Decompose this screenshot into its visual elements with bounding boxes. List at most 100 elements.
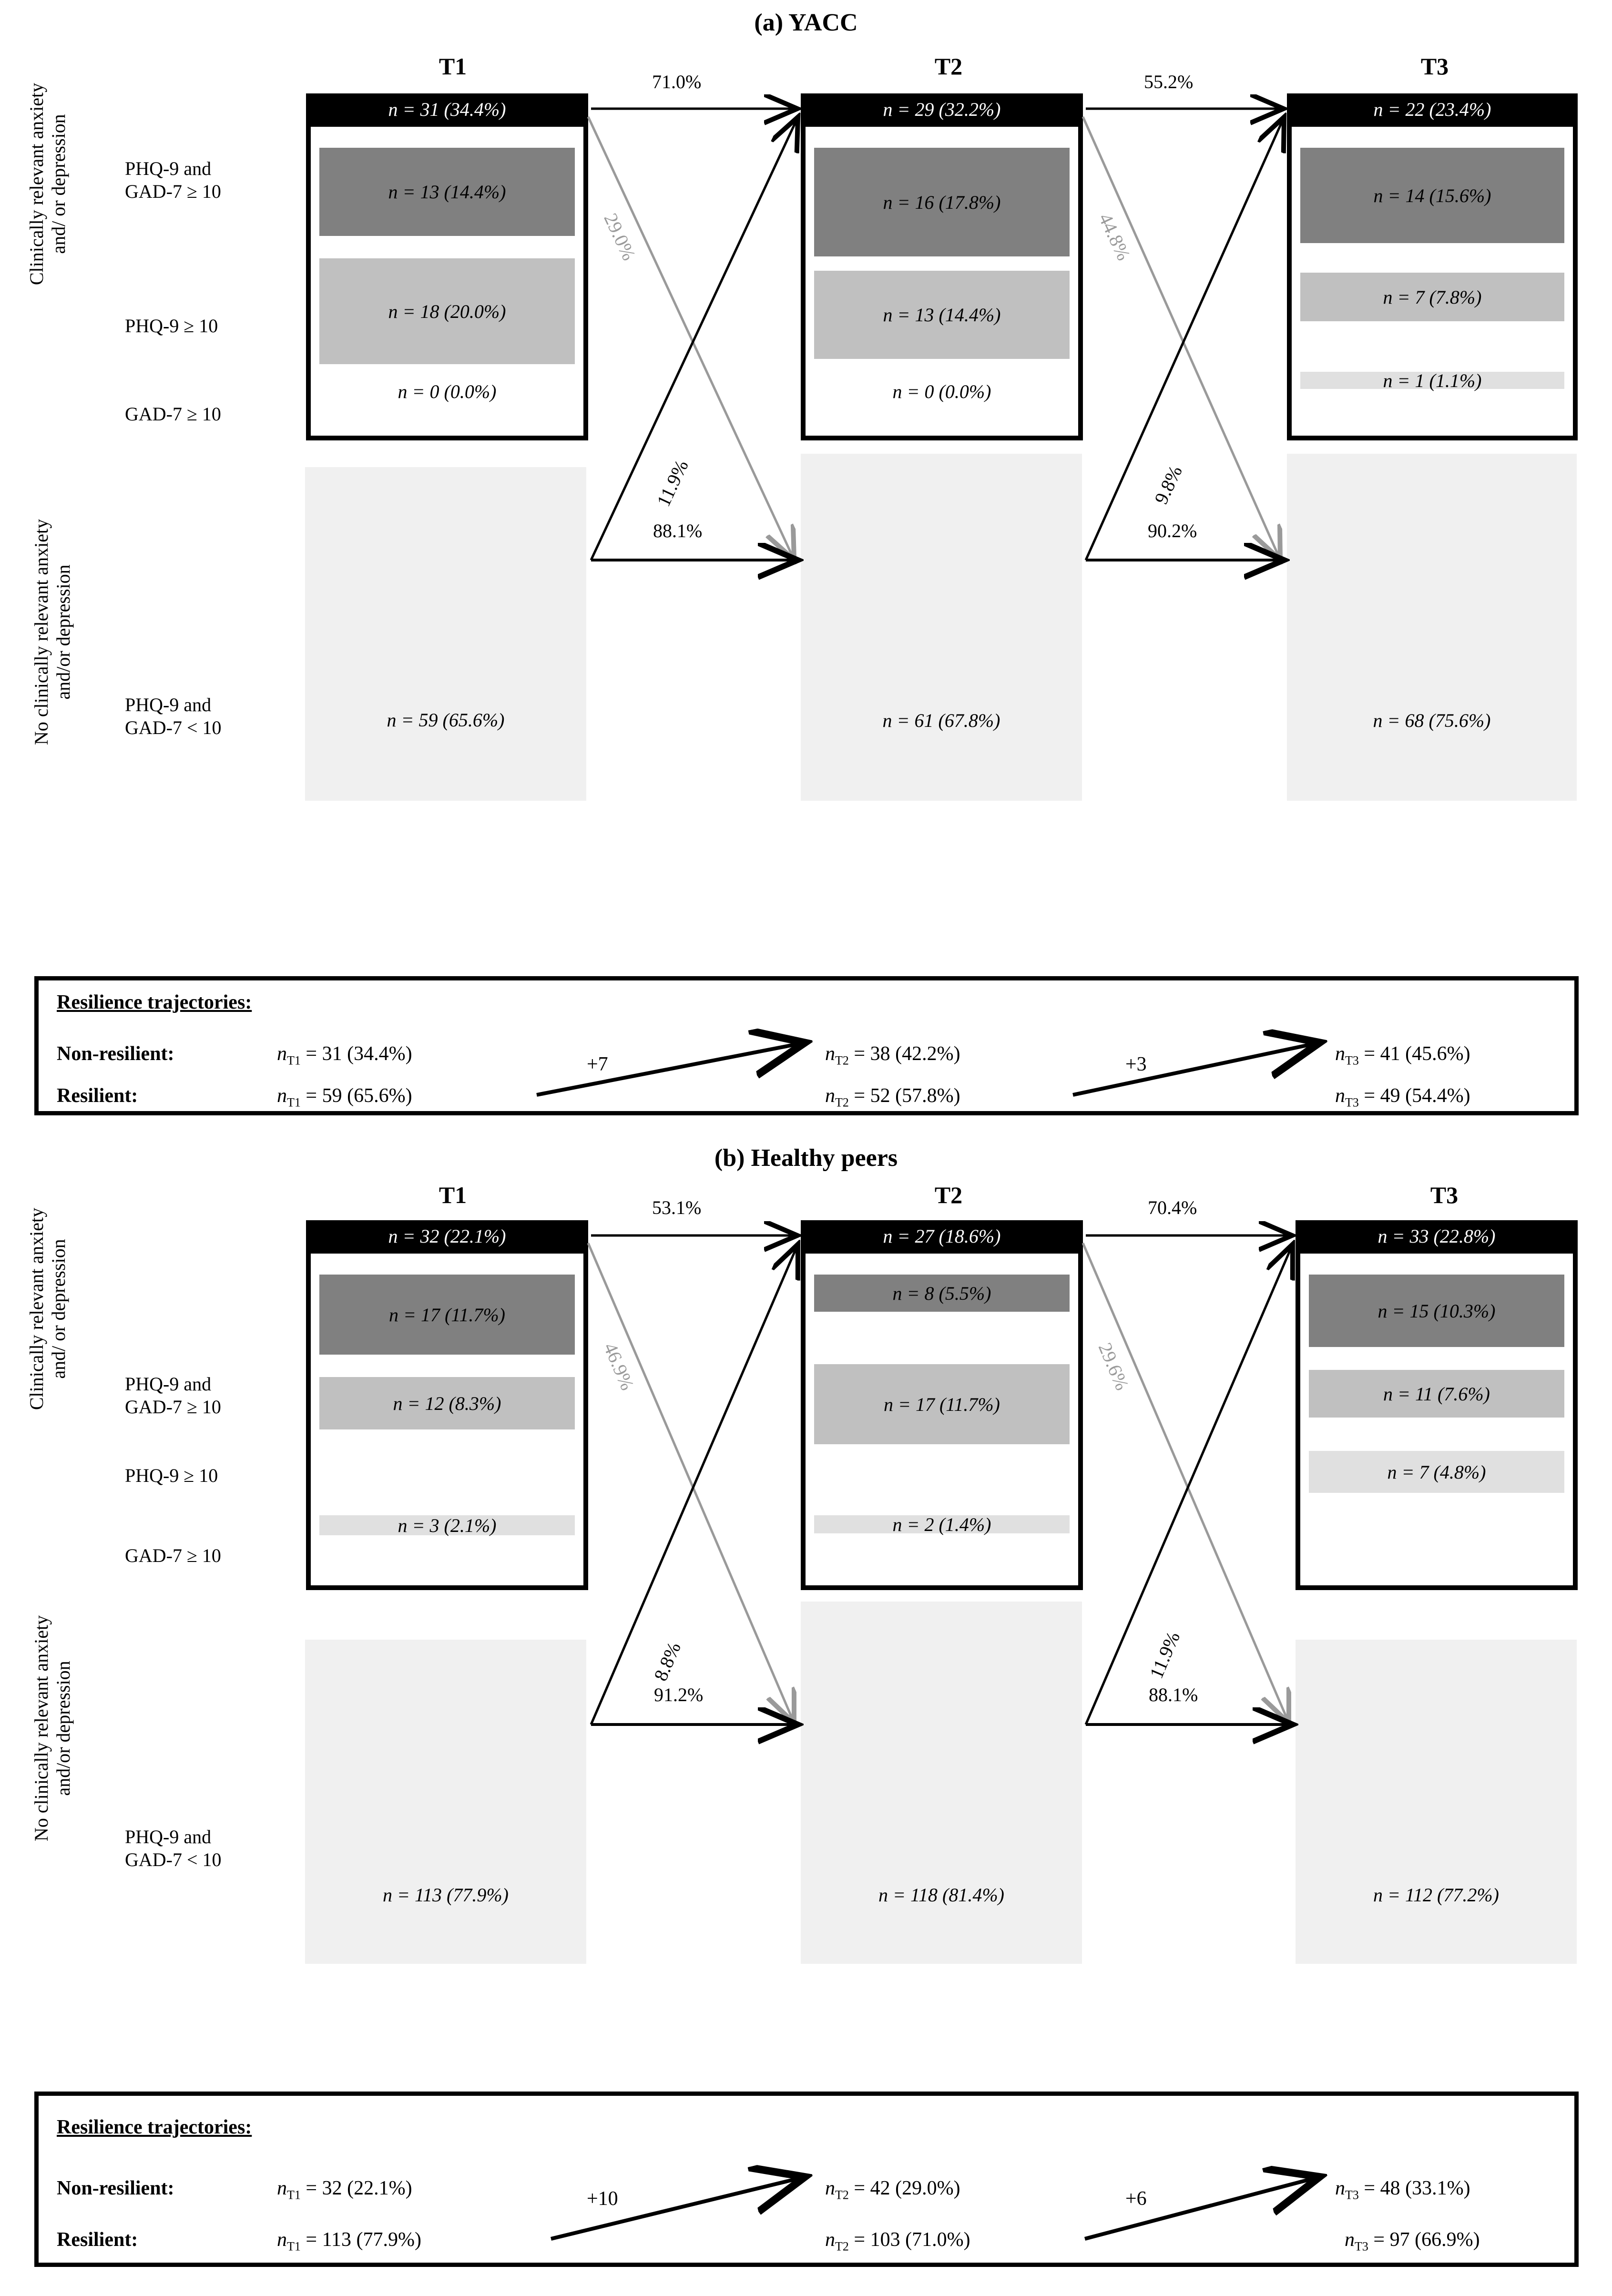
panel-b-axis-label-noclinical: No clinically relevant anxiety and/or de…	[31, 1615, 74, 1842]
panel-a-flow-label-diag-t1bot-t2top: 11.9%	[652, 457, 693, 510]
panel-b-flow-label-diag-t2top-t3bot: 29.6%	[1094, 1339, 1133, 1394]
panel-a-flow-label-top-t2-t3: 55.2%	[1144, 71, 1194, 92]
panel-a-flow-label-diag-t1top-t2bot: 29.0%	[600, 210, 640, 264]
panel-a-seg-t3-phq: n = 7 (7.8%)	[1300, 273, 1564, 321]
panel-a-timepoint-t2: T2	[934, 53, 963, 80]
panel-b-resilience-label-resilient: Resilient:	[57, 2229, 138, 2251]
axis-label-noclinical-line2: and/or depression	[52, 564, 74, 700]
panel-a-noclinical-value-t1: n = 59 (65.6%)	[387, 709, 505, 731]
panel-b-flow-label-bot-t1-t2: 91.2%	[654, 1684, 704, 1705]
panel-b-res-res-t2-value: = 103 (71.0%)	[854, 2229, 970, 2251]
panel-a-flow-label-diag-t2bot-t3top: 9.8%	[1150, 462, 1186, 508]
panel-a-timepoint-t1: T1	[439, 53, 467, 80]
panel-b-seg-t2-phqgad: n = 8 (5.5%)	[814, 1275, 1070, 1312]
panel-b-noclinical-block-t3: n = 112 (77.2%)	[1296, 1640, 1577, 1964]
panel-b-flow-label-diag-t1top-t2bot: 46.9%	[599, 1339, 639, 1394]
panel-b-noclinical-value-t2: n = 118 (81.4%)	[878, 1884, 1004, 1906]
panel-b-resilience-delta-2: +6	[1125, 2188, 1147, 2210]
panel-a-seg-t3-phqgad: n = 14 (15.6%)	[1300, 148, 1564, 243]
panel-a-noclinical-block-t3: n = 68 (75.6%)	[1287, 454, 1577, 801]
panel-a-clinical-box-t3: n = 22 (23.4%) n = 14 (15.6%) n = 7 (7.8…	[1287, 93, 1578, 440]
axis-label-clinical-line2: and/ or depression	[48, 114, 69, 254]
panel-a-rowlabel-gad-ge10: GAD-7 ≥ 10	[125, 403, 221, 425]
panel-a-res-nonres-t2-value: = 38 (42.2%)	[854, 1043, 960, 1065]
panel-a-noclinical-value-t2: n = 61 (67.8%)	[882, 709, 1000, 731]
panel-b-flow-label-top-t1-t2: 53.1%	[652, 1197, 702, 1218]
panel-a-axis-label-clinical: Clinically relevant anxiety and/ or depr…	[26, 36, 70, 332]
panel-b-resilience-nonres-t2: nT2 = 42 (29.0%)	[825, 2177, 960, 2202]
panel-b-clinical-box-t1: n = 32 (22.1%) n = 17 (11.7%) n = 12 (8.…	[306, 1220, 588, 1590]
panel-a-flow-label-diag-t2top-t3bot: 44.8%	[1094, 210, 1135, 264]
panel-a-resilience-nonres-t3: nT3 = 41 (45.6%)	[1335, 1043, 1470, 1068]
panel-a-res-res-t1-value: = 59 (65.6%)	[306, 1085, 412, 1107]
panel-a-flow-label-bot-t2-t3: 90.2%	[1148, 520, 1197, 541]
panel-a-seg-t3-gad: n = 1 (1.1%)	[1300, 370, 1564, 391]
panel-a-resilience-delta-1: +7	[587, 1053, 608, 1075]
panel-b-seg-t1-phqgad: n = 17 (11.7%)	[319, 1275, 575, 1355]
panel-b-flow-label-bot-t2-t3: 88.1%	[1149, 1684, 1198, 1705]
panel-b-resilience-title: Resilience trajectories:	[57, 2116, 252, 2138]
panel-a-seg-t1-phqgad: n = 13 (14.4%)	[319, 148, 575, 236]
panel-a: (a) YACC T1 T2 T3 Clinically relevant an…	[0, 0, 1612, 1134]
panel-b-resilience-res-t3: nT3 = 97 (66.9%)	[1345, 2229, 1480, 2254]
panel-a-noclinical-value-t3: n = 68 (75.6%)	[1373, 709, 1491, 731]
axis-label-clinical-line1: Clinically relevant anxiety	[26, 82, 47, 286]
panel-b-seg-t3-phq: n = 11 (7.6%)	[1309, 1370, 1564, 1418]
panel-b-seg-t3-phqgad: n = 15 (10.3%)	[1309, 1275, 1564, 1347]
panel-b-timepoint-t3: T3	[1430, 1182, 1459, 1208]
panel-b-seg-t3-gad: n = 7 (4.8%)	[1309, 1451, 1564, 1493]
panel-b-flow-label-diag-t2bot-t3top: 11.9%	[1145, 1628, 1184, 1682]
panel-a-resilience-label-resilient: Resilient:	[57, 1085, 138, 1107]
panel-b-resilience-res-t2: nT2 = 103 (71.0%)	[825, 2229, 970, 2254]
panel-b-res-res-t3-value: = 97 (66.9%)	[1373, 2229, 1480, 2251]
panel-a-resilience-box: Resilience trajectories: Non-resilient: …	[34, 976, 1579, 1115]
panel-b-noclinical-block-t1: n = 113 (77.9%)	[305, 1640, 586, 1964]
panel-b-seg-t1-gad: n = 3 (2.1%)	[319, 1515, 575, 1536]
panel-b-clinical-total-t3: n = 33 (22.8%)	[1296, 1220, 1578, 1254]
panel-a-resilience-nonres-t2: nT2 = 38 (42.2%)	[825, 1043, 960, 1068]
panel-a-clinical-box-t2: n = 29 (32.2%) n = 16 (17.8%) n = 13 (14…	[801, 93, 1083, 440]
panel-a-clinical-box-t1: n = 31 (34.4%) n = 13 (14.4%) n = 18 (20…	[306, 93, 588, 440]
panel-a-noclinical-block-t2: n = 61 (67.8%)	[801, 454, 1082, 801]
panel-b-seg-t2-phq: n = 17 (11.7%)	[814, 1364, 1070, 1444]
panel-a-resilience-nonres-t1: nT1 = 31 (34.4%)	[277, 1043, 412, 1068]
panel-b-clinical-total-t1: n = 32 (22.1%)	[306, 1220, 588, 1254]
panel-a-res-nonres-t1-value: = 31 (34.4%)	[306, 1043, 412, 1065]
panel-a-rowlabel-phq-ge10: PHQ-9 ≥ 10	[125, 315, 218, 337]
panel-a-title: (a) YACC	[754, 9, 858, 36]
panel-a-seg-t2-phqgad: n = 16 (17.8%)	[814, 148, 1070, 256]
panel-a-resilience-res-t1: nT1 = 59 (65.6%)	[277, 1085, 412, 1110]
panel-b-timepoint-t1: T1	[439, 1182, 467, 1208]
panel-b-timepoint-t2: T2	[934, 1182, 963, 1208]
axis-label-noclinical-line1: No clinically relevant anxiety	[31, 519, 52, 745]
panel-b-res-nonres-t1-value: = 32 (22.1%)	[306, 2177, 412, 2199]
panel-b-seg-t1-phq: n = 12 (8.3%)	[319, 1377, 575, 1429]
panel-a-flow-label-bot-t1-t2: 88.1%	[653, 520, 703, 541]
panel-b-res-nonres-t3-value: = 48 (33.1%)	[1364, 2177, 1470, 2199]
panel-a-noclinical-block-t1: n = 59 (65.6%)	[305, 467, 586, 801]
panel-b-noclinical-value-t3: n = 112 (77.2%)	[1373, 1884, 1499, 1906]
panel-b-flow-label-diag-t1bot-t2top: 8.8%	[649, 1639, 685, 1684]
panel-b-res-res-t1-value: = 113 (77.9%)	[306, 2229, 422, 2251]
panel-a-seg-t2-gad: n = 0 (0.0%)	[892, 380, 991, 402]
panel-a-clinical-total-t1: n = 31 (34.4%)	[306, 93, 588, 127]
panel-a-resilience-label-nonresilient: Non-resilient:	[57, 1043, 174, 1065]
panel-b-noclinical-block-t2: n = 118 (81.4%)	[801, 1602, 1082, 1964]
panel-a-res-res-t2-value: = 52 (57.8%)	[854, 1085, 960, 1107]
panel-b-resilience-nonres-t1: nT1 = 32 (22.1%)	[277, 2177, 412, 2202]
panel-a-resilience-delta-2: +3	[1125, 1053, 1147, 1075]
panel-b-resilience-delta-1: +10	[587, 2188, 618, 2210]
panel-a-axis-label-noclinical: No clinically relevant anxiety and/or de…	[31, 470, 74, 794]
panel-b-resilience-label-nonresilient: Non-resilient:	[57, 2177, 174, 2199]
panel-b-axis-label-clinical: Clinically relevant anxiety and/ or depr…	[26, 1207, 69, 1410]
panel-a-seg-t1-phq: n = 18 (20.0%)	[319, 258, 575, 364]
panel-b-clinical-total-t2: n = 27 (18.6%)	[801, 1220, 1083, 1254]
panel-a-timepoint-t3: T3	[1420, 53, 1449, 80]
panel-a-resilience-res-t3: nT3 = 49 (54.4%)	[1335, 1085, 1470, 1110]
panel-b-clinical-box-t3: n = 33 (22.8%) n = 15 (10.3%) n = 11 (7.…	[1296, 1220, 1578, 1590]
panel-a-clinical-total-t3: n = 22 (23.4%)	[1287, 93, 1578, 127]
panel-b-clinical-box-t2: n = 27 (18.6%) n = 8 (5.5%) n = 17 (11.7…	[801, 1220, 1083, 1590]
panel-a-resilience-res-t2: nT2 = 52 (57.8%)	[825, 1085, 960, 1110]
